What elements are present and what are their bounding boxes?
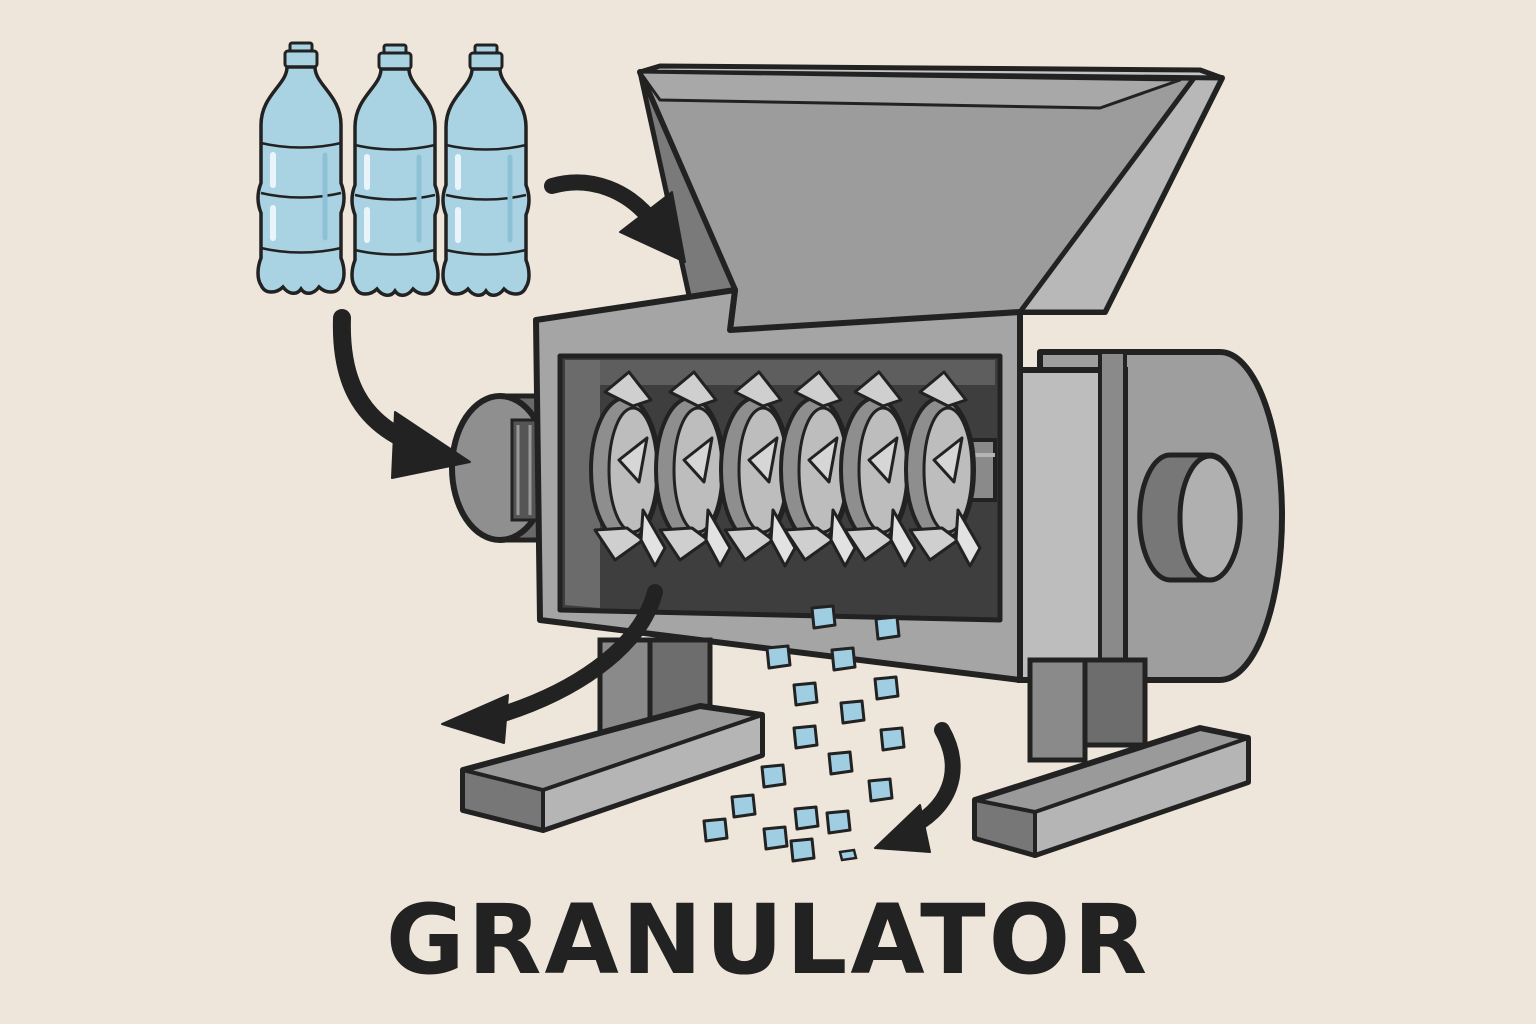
- plastic-flake-icon: [874, 615, 901, 641]
- plastic-flake-icon: [792, 724, 819, 750]
- diagram-title: GRANULATOR: [385, 884, 1151, 996]
- plastic-flake-icon: [830, 646, 857, 672]
- left-stand: [460, 637, 765, 833]
- plastic-bottle-icon: [258, 43, 344, 293]
- plastic-flake-icon: [873, 675, 900, 701]
- plastic-flake-icon: [789, 837, 816, 863]
- plastic-flake-icon: [762, 825, 789, 851]
- plastic-flake-icon: [793, 805, 820, 831]
- plastic-flakes: [702, 604, 906, 863]
- plastic-flake-icon: [879, 726, 906, 752]
- flow-arrow-icon: [332, 309, 471, 479]
- plastic-flake-icon: [702, 817, 729, 843]
- plastic-flake-icon: [792, 681, 819, 707]
- plastic-flake-icon: [730, 793, 757, 819]
- plastic-flake-icon: [838, 848, 858, 862]
- right-stand: [972, 657, 1251, 858]
- flow-arrow-icon: [874, 722, 961, 853]
- plastic-flake-icon: [827, 750, 854, 776]
- flow-arrow-icon: [441, 584, 663, 744]
- motor-housing: [1017, 349, 1285, 683]
- plastic-flake-icon: [867, 777, 894, 803]
- plastic-flake-icon: [765, 644, 792, 670]
- plastic-flake-icon: [825, 809, 852, 835]
- plastic-flake-icon: [810, 604, 837, 630]
- flow-arrow-icon: [544, 174, 686, 263]
- plastic-bottle-icon: [352, 45, 438, 295]
- hopper: [637, 63, 1225, 333]
- plastic-flake-icon: [839, 699, 866, 725]
- plastic-flake-icon: [760, 763, 787, 789]
- plastic-bottle-icon: [443, 45, 529, 295]
